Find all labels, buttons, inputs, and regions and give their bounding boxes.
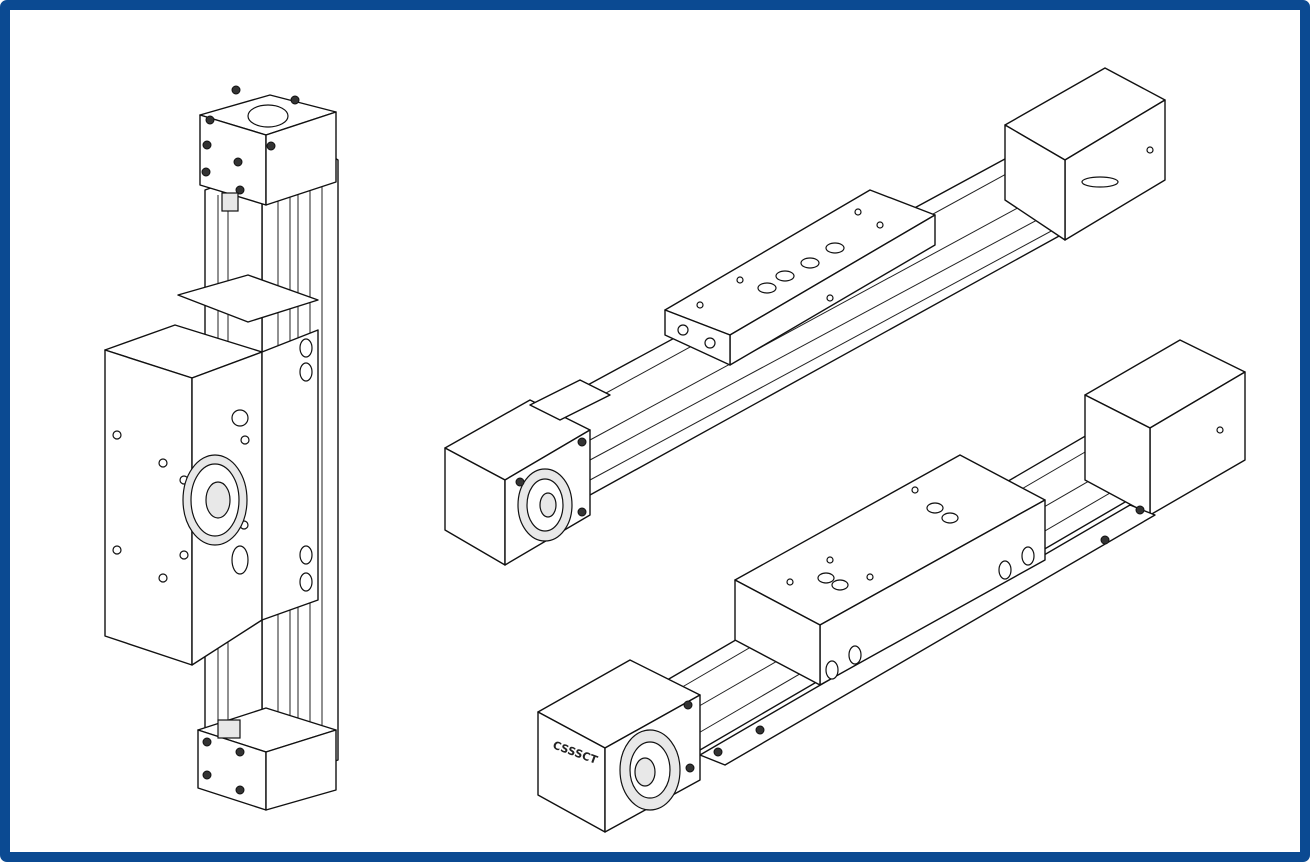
vertical-carriage	[104, 274, 319, 666]
upper-diagonal-actuator	[444, 67, 1166, 566]
bottom-end-cap	[197, 707, 337, 811]
lower-diagonal-actuator: CSSSCT	[537, 339, 1246, 833]
top-end-cap	[199, 85, 337, 212]
vertical-actuator	[104, 85, 339, 811]
